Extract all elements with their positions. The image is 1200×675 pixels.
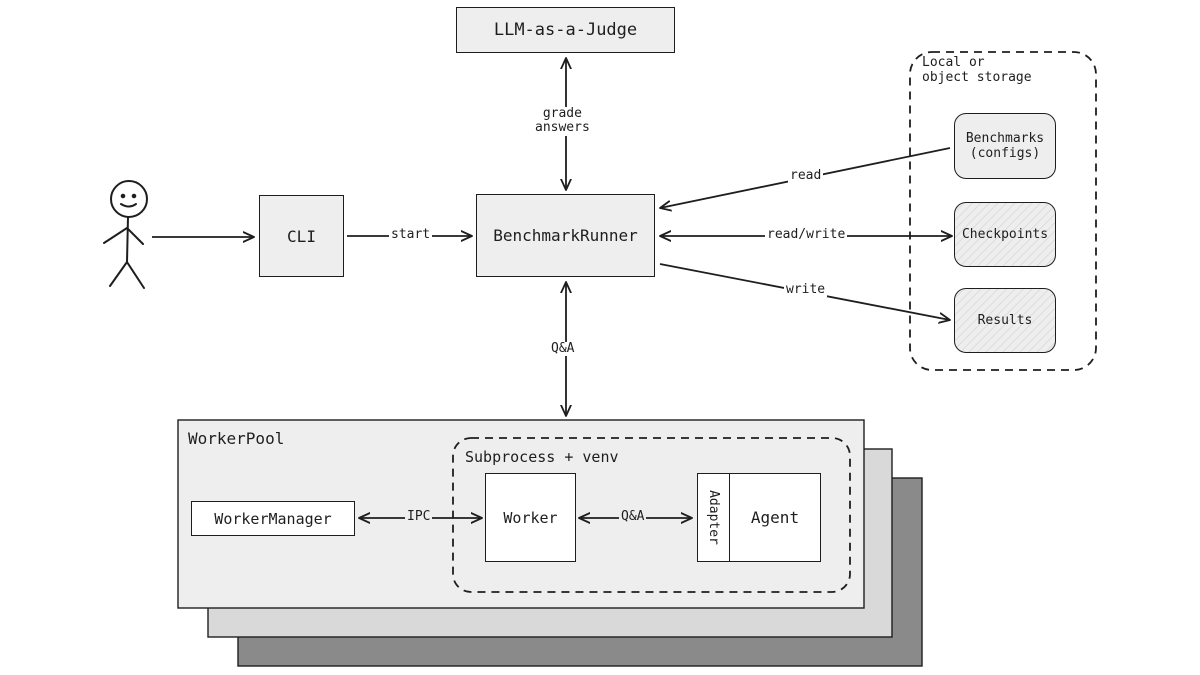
cli-label: CLI xyxy=(287,226,316,246)
agent-node: Agent xyxy=(729,473,821,562)
worker-node: Worker xyxy=(485,473,576,562)
checkpoints-node: Checkpoints xyxy=(954,202,1056,267)
adapter-node: Adapter xyxy=(697,473,730,562)
edge-label-read-write: read/write xyxy=(765,227,848,243)
benchmarks-label-line1: Benchmarks xyxy=(965,131,1045,146)
edge-label-grade-line2: answers xyxy=(535,120,590,136)
benchmark-runner-label: BenchmarkRunner xyxy=(493,226,638,245)
edge-label-qa-runner: Q&A xyxy=(549,341,577,357)
results-label: Results xyxy=(977,313,1033,328)
agent-label: Agent xyxy=(750,508,800,527)
cli-node: CLI xyxy=(259,195,344,277)
results-node: Results xyxy=(954,288,1056,353)
storage-title: Local or object storage xyxy=(922,55,1032,86)
edge-label-ipc: IPC xyxy=(405,509,433,525)
benchmarks-label-line2: (configs) xyxy=(969,146,1041,161)
checkpoints-label: Checkpoints xyxy=(961,227,1049,242)
subprocess-title: Subprocess + venv xyxy=(465,448,619,466)
worker-manager-node: WorkerManager xyxy=(191,501,355,536)
storage-container xyxy=(909,51,1097,371)
storage-title-line2: object storage xyxy=(922,69,1032,85)
storage-title-line1: Local or xyxy=(922,55,985,70)
edge-label-write: write xyxy=(784,282,828,298)
llm-judge-label: LLM-as-a-Judge xyxy=(493,20,638,40)
edge-label-start: start xyxy=(389,227,433,243)
benchmark-runner-node: BenchmarkRunner xyxy=(476,194,655,277)
llm-judge-node: LLM-as-a-Judge xyxy=(456,7,675,53)
worker-pool-title: WorkerPool xyxy=(188,429,285,448)
edge-label-grade-line1: grade xyxy=(542,106,582,121)
benchmarks-node: Benchmarks (configs) xyxy=(954,113,1056,179)
worker-manager-label: WorkerManager xyxy=(214,509,332,528)
adapter-label: Adapter xyxy=(706,490,722,545)
user-stickman xyxy=(103,180,148,289)
edge-label-qa-worker: Q&A xyxy=(619,509,647,525)
edge-label-grade-answers: grade answers xyxy=(533,106,592,136)
edge-label-read: read xyxy=(788,168,824,184)
worker-label: Worker xyxy=(503,508,558,527)
